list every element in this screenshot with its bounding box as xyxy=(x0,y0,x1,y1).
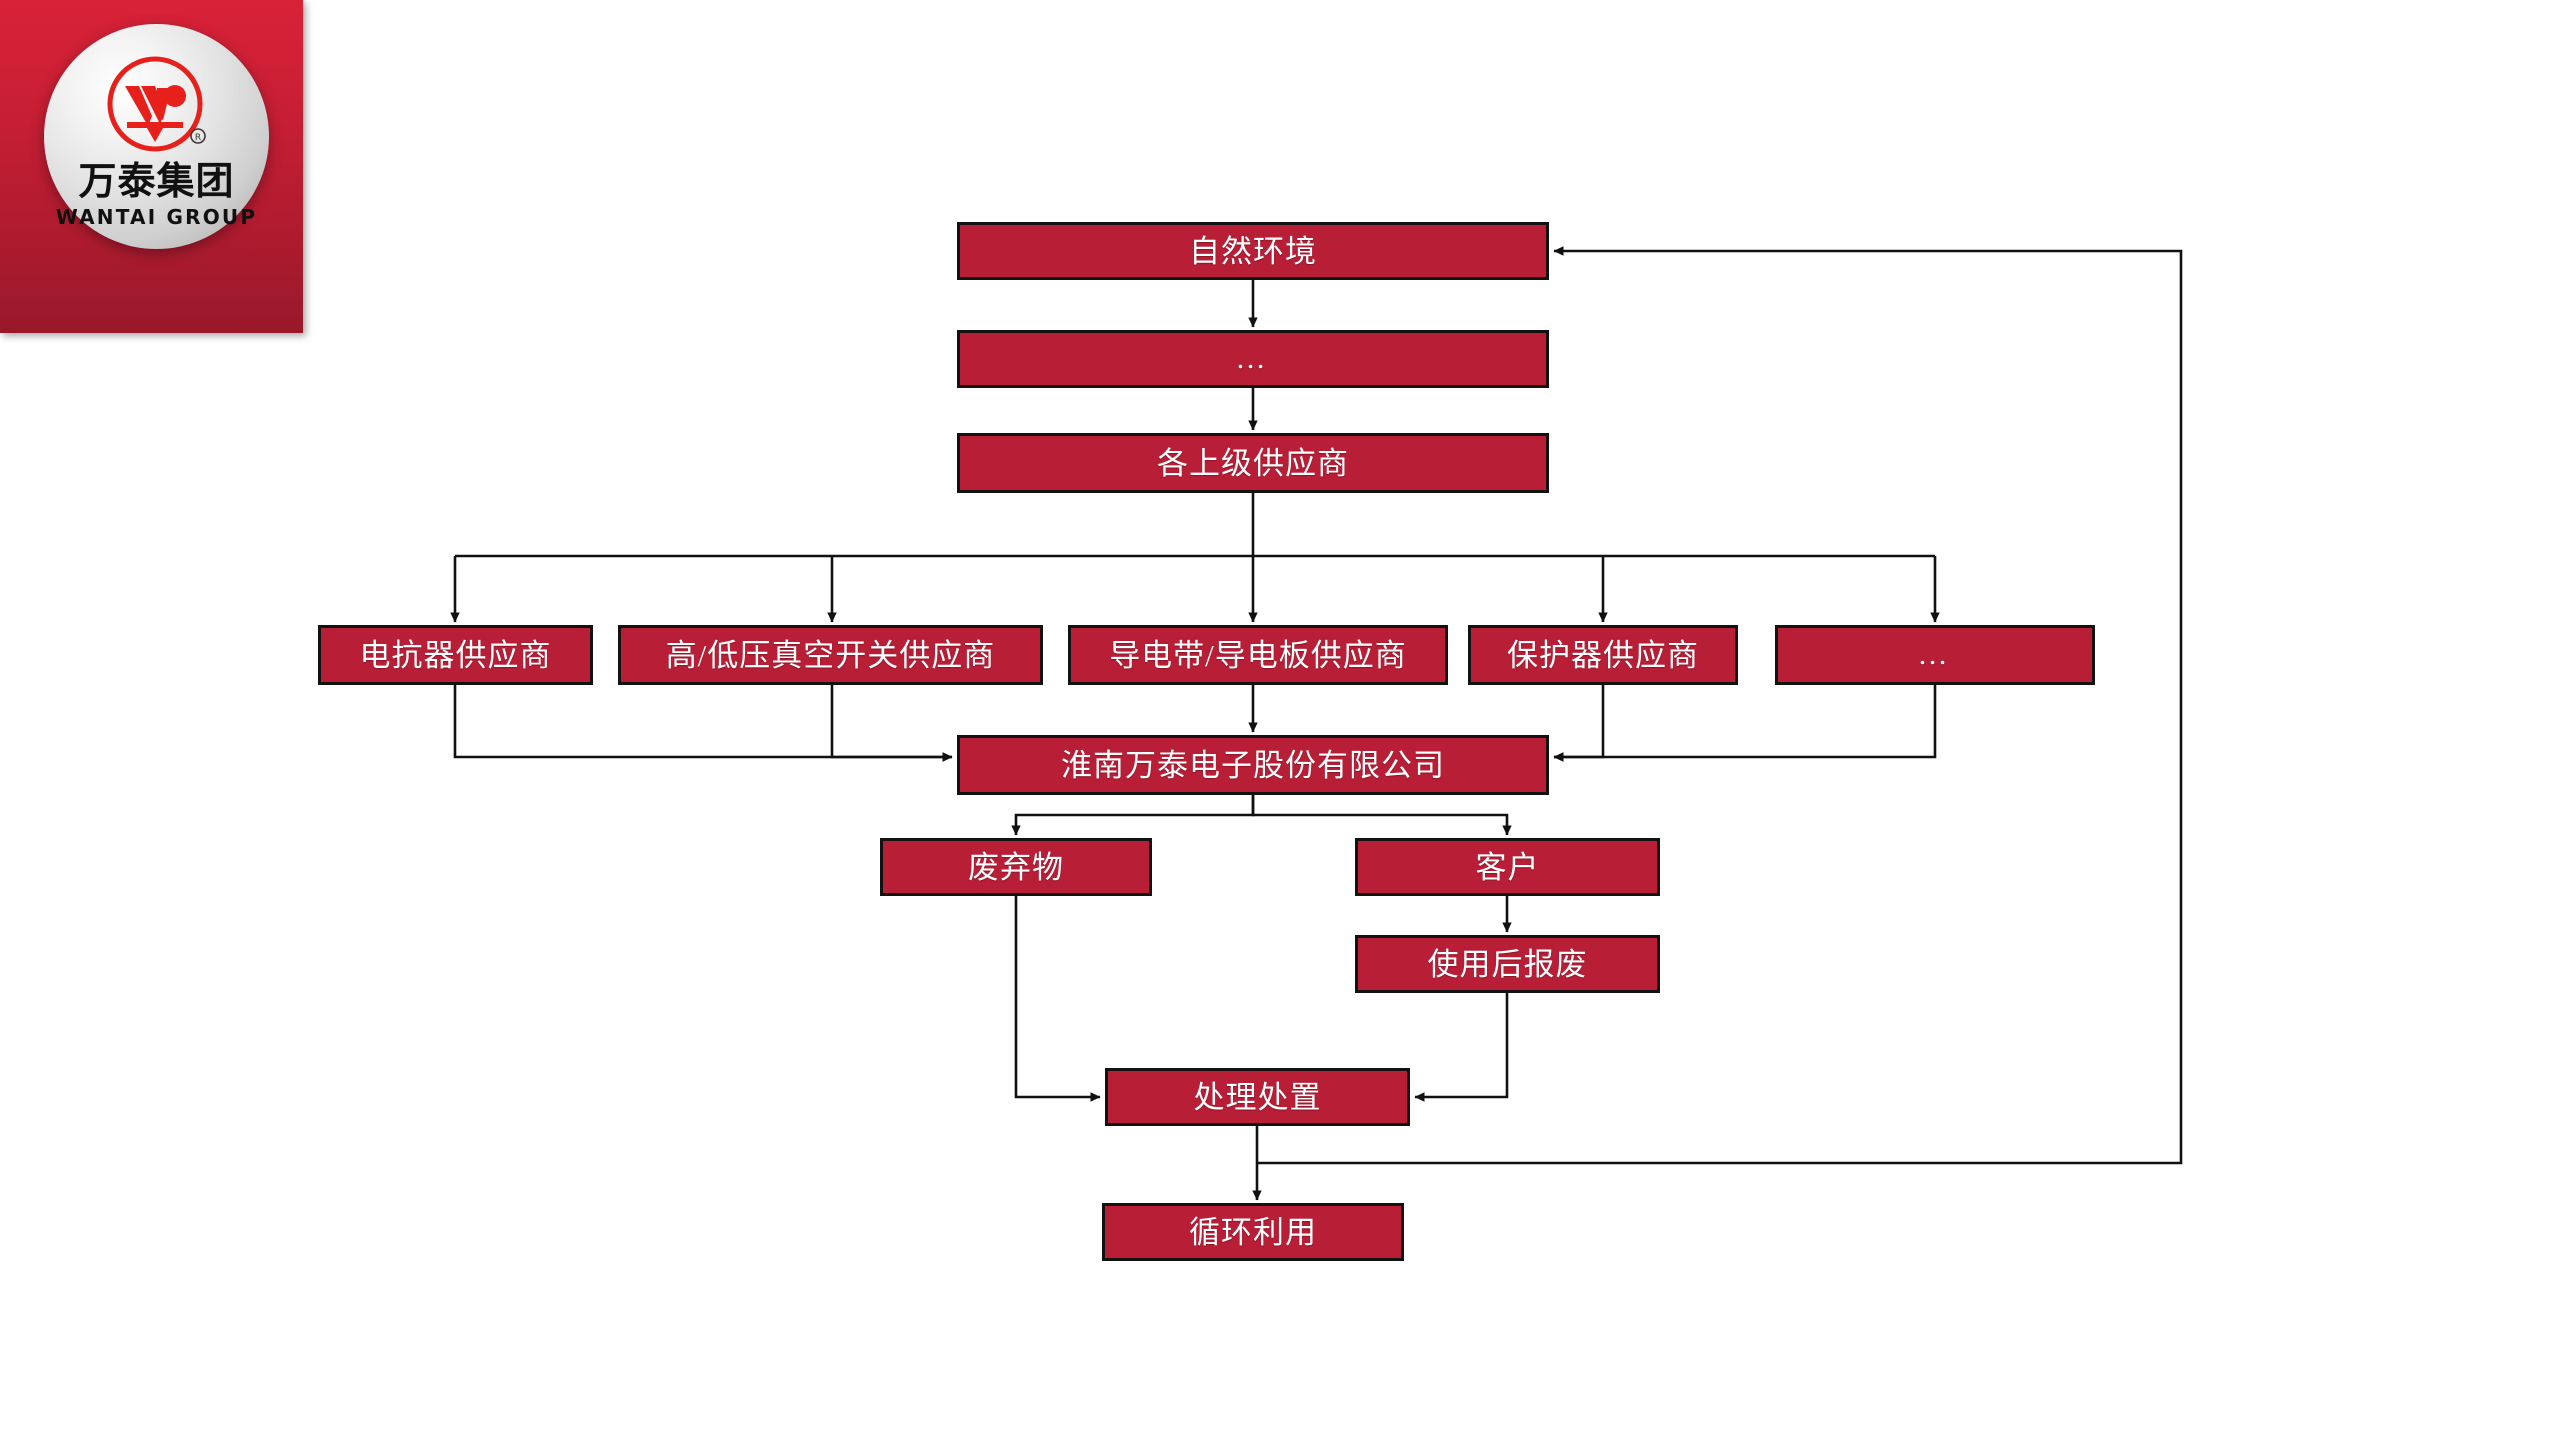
wantai-emblem-icon: R xyxy=(107,56,206,152)
node-natural-environment[interactable]: 自然环境 xyxy=(957,222,1549,280)
node-upstream-suppliers[interactable]: 各上级供应商 xyxy=(957,433,1549,493)
edge-reactor-to-company xyxy=(453,685,953,762)
wantai-logo-panel: R 万泰集团 WANTAI GROUP xyxy=(0,0,303,333)
edge-dots-to-company xyxy=(1553,685,1937,762)
logo-brand-en: WANTAI GROUP xyxy=(55,205,258,229)
edge-switch-to-company xyxy=(830,685,953,762)
logo-brand-cn: 万泰集团 xyxy=(78,159,235,203)
node-ellipsis-supplier[interactable]: … xyxy=(1775,625,2095,685)
node-conductive-strip-supplier[interactable]: 导电带/导电板供应商 xyxy=(1068,625,1448,685)
svg-text:R: R xyxy=(194,133,200,143)
edge-scrap-to-dispose xyxy=(1414,993,1509,1102)
logo-sphere: R 万泰集团 WANTAI GROUP xyxy=(44,24,269,249)
node-vacuum-switch-supplier[interactable]: 高/低压真空开关供应商 xyxy=(618,625,1043,685)
node-recycling[interactable]: 循环利用 xyxy=(1102,1203,1404,1261)
node-scrap-after-use[interactable]: 使用后报废 xyxy=(1355,935,1660,993)
node-ellipsis-top[interactable]: … xyxy=(957,330,1549,388)
edge-waste-to-dispose xyxy=(1014,896,1101,1102)
node-waste[interactable]: 废弃物 xyxy=(880,838,1152,896)
node-treatment-disposal[interactable]: 处理处置 xyxy=(1105,1068,1410,1126)
edge-protector-to-company xyxy=(1553,685,1605,762)
edge-company-to-waste xyxy=(1011,795,1255,836)
node-reactor-supplier[interactable]: 电抗器供应商 xyxy=(318,625,593,685)
node-protector-supplier[interactable]: 保护器供应商 xyxy=(1468,625,1738,685)
edge-company-to-customer xyxy=(1251,795,1512,836)
node-company[interactable]: 淮南万泰电子股份有限公司 xyxy=(957,735,1549,795)
node-customer[interactable]: 客户 xyxy=(1355,838,1660,896)
